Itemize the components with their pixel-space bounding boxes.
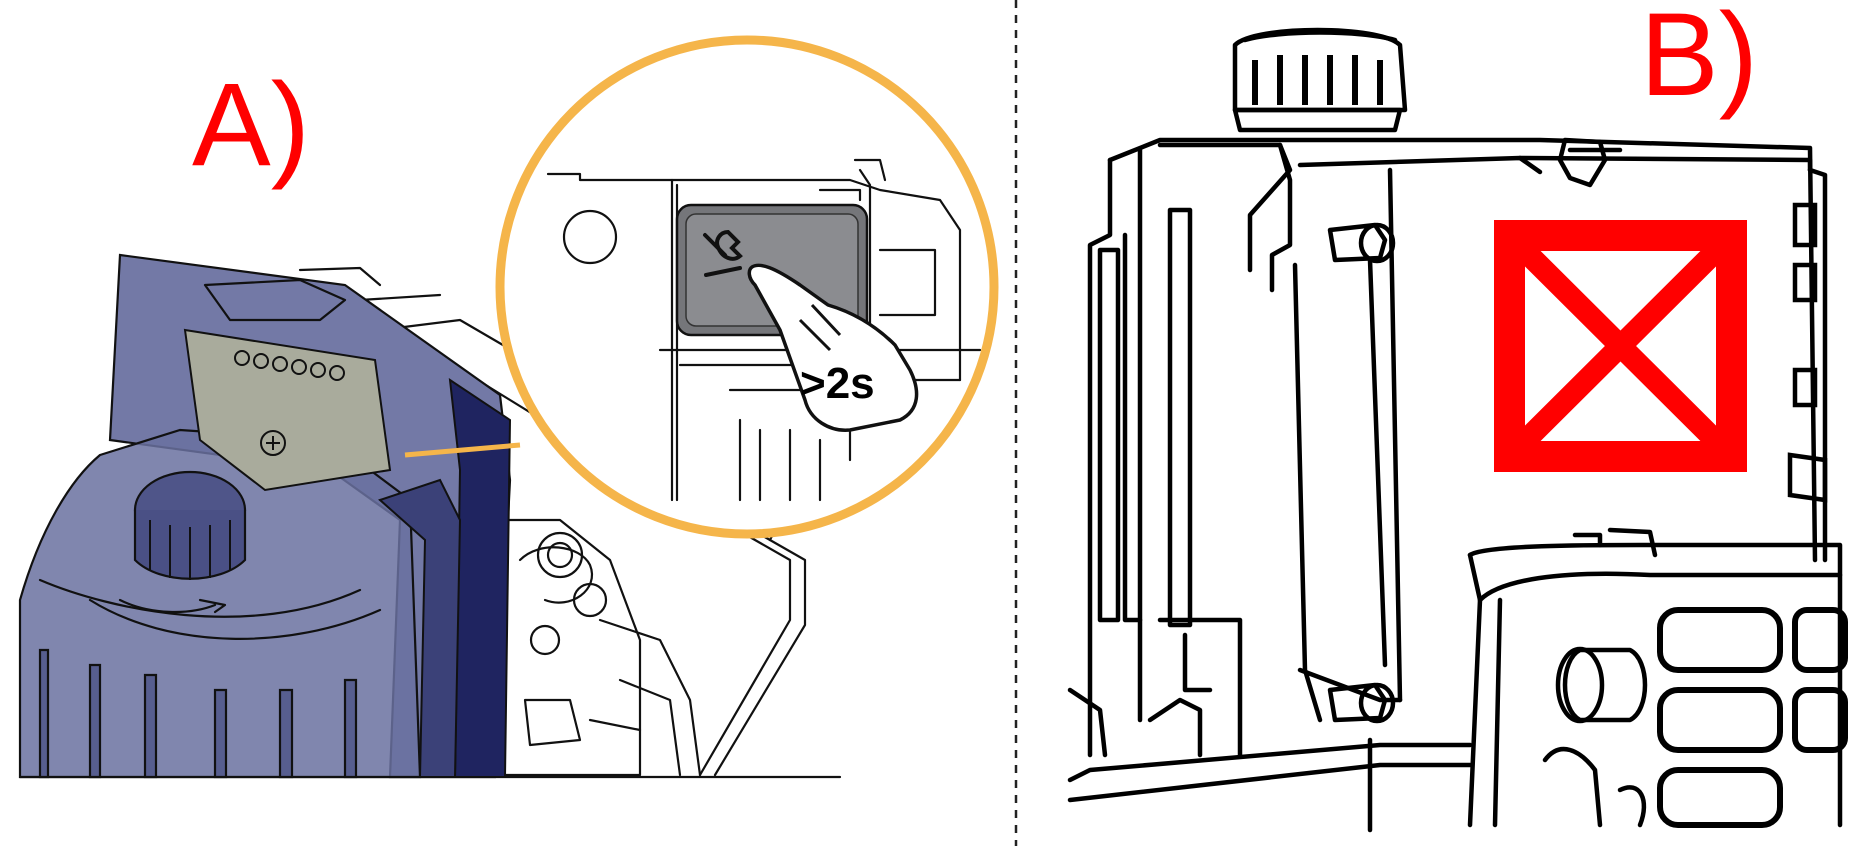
panel-b-label: B) [1640, 0, 1758, 121]
prohibited-cross-icon [1494, 220, 1747, 472]
panel-a: A) [18, 35, 999, 779]
rotary-knob [118, 470, 247, 614]
screw-top [1327, 222, 1396, 264]
hand-pointer-icon: >2s [747, 263, 919, 432]
device-closeup-lines [1067, 27, 1848, 833]
dosing-unit-housing [18, 253, 521, 779]
screw-bottom [1327, 682, 1396, 724]
panel-b: B) [1067, 0, 1848, 833]
zoom-detail: >2s [495, 35, 999, 539]
hold-duration-label: >2s [800, 359, 875, 408]
panel-a-label: A) [192, 59, 310, 191]
wrench-icon [703, 229, 743, 277]
